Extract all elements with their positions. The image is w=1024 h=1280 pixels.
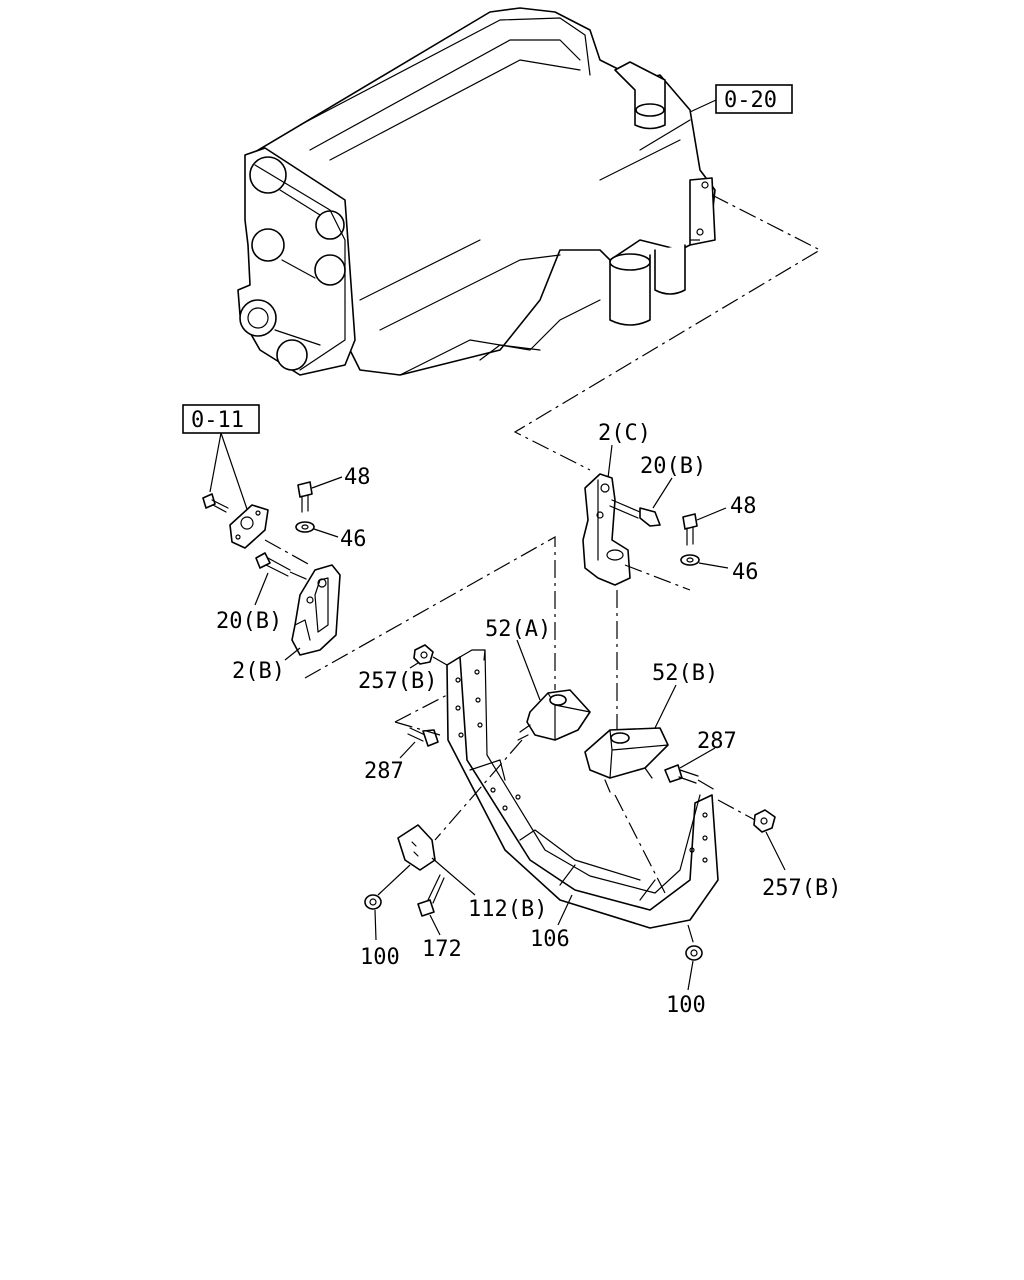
reference-box-0-20[interactable]: 0-20	[689, 84, 793, 114]
crossmember-106: 106	[446, 649, 719, 952]
bracket-2b: 2(B)	[232, 564, 341, 684]
bolt-small-left	[202, 493, 229, 513]
left-bracket-to-52a-line	[304, 535, 556, 690]
label-100-left: 100	[360, 945, 400, 970]
right-bracket-to-washer-line	[624, 564, 691, 591]
mount-rubber-52b: 52(B)	[584, 661, 718, 793]
label-172: 172	[422, 937, 462, 962]
engine-assembly	[237, 7, 716, 376]
label-106: 106	[530, 927, 570, 952]
ref-0-20-label: 0-20	[724, 88, 777, 113]
washer-46-left: 46	[295, 521, 367, 552]
reference-box-0-11[interactable]: 0-11	[182, 404, 260, 513]
label-52a: 52(A)	[485, 617, 551, 642]
left-cover-plate	[229, 504, 269, 549]
label-112b: 112(B)	[468, 897, 547, 922]
label-48-left: 48	[344, 465, 371, 490]
label-20b-left: 20(B)	[216, 609, 282, 634]
label-52b: 52(B)	[652, 661, 718, 686]
label-257b-right: 257(B)	[762, 876, 841, 901]
bolt-48-right: 48	[682, 494, 757, 546]
bolt-172: 172	[417, 874, 462, 962]
bracket-2c: 2(C)	[582, 421, 651, 586]
nut-257b-left: 257(B)	[358, 644, 448, 694]
52a-to-112b-line	[434, 739, 523, 841]
left-bolt-axis	[289, 571, 321, 586]
mount-rubber-52a: 52(A)	[485, 617, 591, 741]
label-2c: 2(C)	[598, 421, 651, 446]
label-100-right: 100	[666, 993, 706, 1018]
label-46-left: 46	[340, 527, 367, 552]
bolt-20b-left: 20(B)	[216, 552, 291, 634]
ref-0-11-label: 0-11	[191, 408, 244, 433]
nut-257b-right: 257(B)	[717, 799, 841, 901]
label-48-right: 48	[730, 494, 757, 519]
bolt-20b-right: 20(B)	[609, 454, 706, 527]
label-20b-right: 20(B)	[640, 454, 706, 479]
label-46-right: 46	[732, 560, 759, 585]
bolt-48-left: 48	[297, 465, 371, 513]
52b-to-crossmember-line	[614, 794, 666, 894]
bolt-287-left: 287	[364, 694, 448, 784]
washer-46-right: 46	[680, 554, 759, 585]
washer-100-right: 100	[666, 924, 706, 1018]
bolt-287-right: 287	[664, 729, 737, 791]
bracket-112b: 112(B)	[397, 824, 547, 922]
label-287-right: 287	[697, 729, 737, 754]
washer-100-left: 100	[360, 864, 411, 970]
left-cover-axis	[264, 539, 311, 566]
label-257b-left: 257(B)	[358, 669, 437, 694]
label-2b: 2(B)	[232, 659, 285, 684]
label-287-left: 287	[364, 759, 404, 784]
